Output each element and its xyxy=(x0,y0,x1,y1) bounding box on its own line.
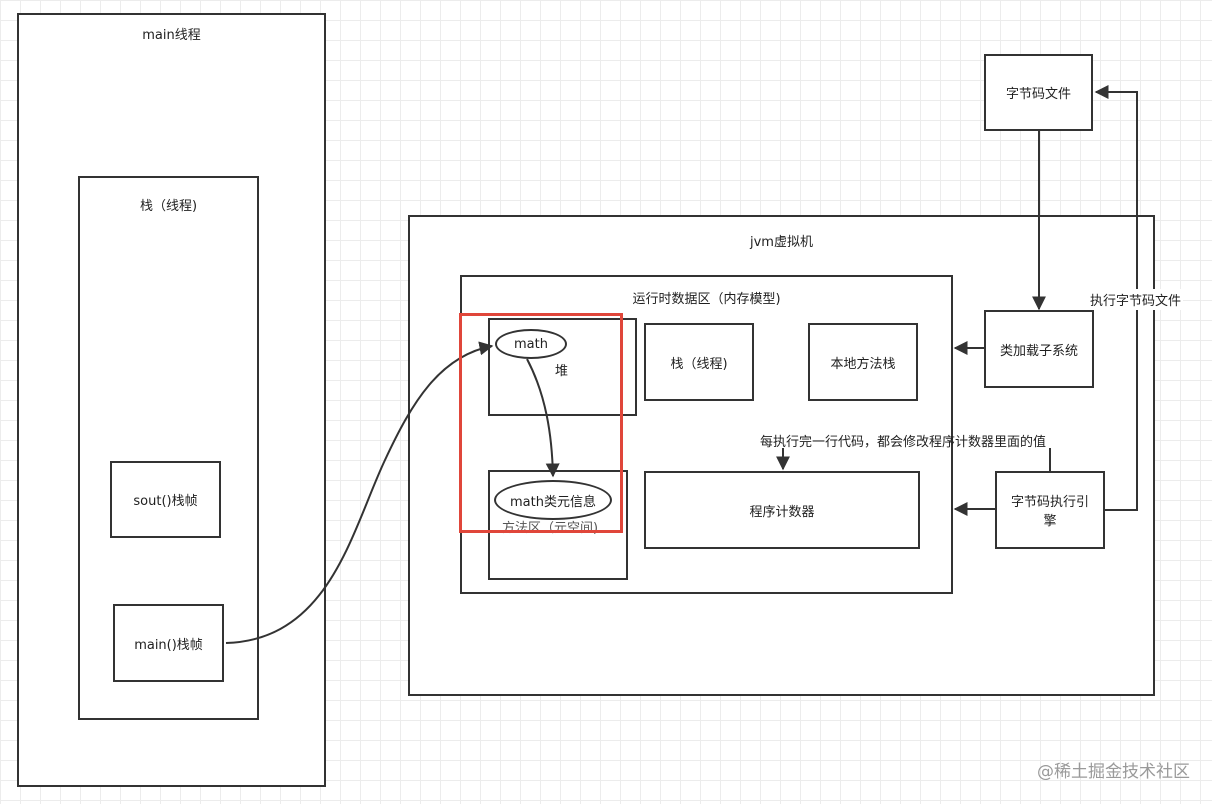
bytecode-file-box: 字节码文件 xyxy=(984,54,1093,131)
jvm-title: jvm虚拟机 xyxy=(750,235,813,250)
reference-arrow-math-to-class xyxy=(526,358,560,478)
runtime-data-area-title: 运行时数据区（内存模型) xyxy=(632,292,781,307)
execute-bytecode-label: 执行字节码文件 xyxy=(1088,289,1184,310)
native-method-stack-box: 本地方法栈 xyxy=(808,323,918,401)
class-loader-box: 类加载子系统 xyxy=(984,310,1094,388)
program-counter-box: 程序计数器 xyxy=(644,471,920,549)
pc-note: 每执行完一行代码，都会修改程序计数器里面的值 xyxy=(760,435,1047,450)
execution-engine-box: 字节码执行引擎 xyxy=(995,471,1105,549)
main-thread-title: main线程 xyxy=(142,28,201,43)
math-object-ellipse: math xyxy=(495,329,567,359)
main-frame: main()栈帧 xyxy=(113,604,224,682)
highlight-box xyxy=(459,313,623,533)
sout-frame: sout()栈帧 xyxy=(110,461,221,538)
thread-stack-title: 栈（线程) xyxy=(139,199,198,214)
heap-label: 堆 xyxy=(555,364,569,379)
jvm-stack-box: 栈（线程) xyxy=(644,323,754,401)
reference-arrow-main-to-math xyxy=(225,341,494,644)
class-meta-ellipse: math类元信息 xyxy=(494,480,612,520)
watermark: @稀土掘金技术社区 xyxy=(1037,762,1190,782)
